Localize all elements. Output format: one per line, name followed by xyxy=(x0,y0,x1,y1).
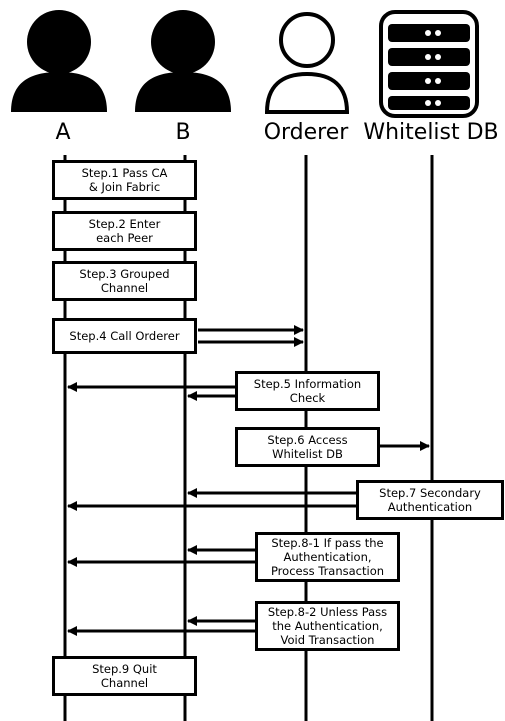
actor-label-a: A xyxy=(55,120,71,145)
step-box-8-1: Step.8-1 If pass the Authentication, Pro… xyxy=(255,532,400,582)
step-8-2-line-2: the Authentication, xyxy=(272,619,383,633)
step-7-line-2: Authentication xyxy=(387,500,473,514)
actor-label-whitelist-db: Whitelist DB xyxy=(363,120,499,145)
step-1-line-2: & Join Fabric xyxy=(88,180,161,194)
step-7-line-1: Step.7 Secondary xyxy=(379,486,481,500)
person-icon xyxy=(135,10,231,112)
step-box-2: Step.2 Enter each Peer xyxy=(52,211,197,251)
actor-label-orderer: Orderer xyxy=(263,120,349,145)
step-8-1-line-1: Step.8-1 If pass the xyxy=(271,536,384,550)
person-icon xyxy=(11,10,107,112)
step-4-line-1: Step.4 Call Orderer xyxy=(69,329,180,343)
step-box-5: Step.5 Information Check xyxy=(235,371,380,411)
step-6-line-1: Step.6 Access xyxy=(267,433,348,447)
step-box-7: Step.7 Secondary Authentication xyxy=(356,480,504,520)
step-8-2-line-3: Void Transaction xyxy=(280,633,375,647)
step-2-line-1: Step.2 Enter xyxy=(88,217,161,231)
step-8-1-line-2: Authentication, xyxy=(283,550,372,564)
step-2-line-2: each Peer xyxy=(96,231,153,245)
step-box-6: Step.6 Access Whitelist DB xyxy=(235,427,380,467)
step-box-9: Step.9 Quit Channel xyxy=(52,656,197,696)
person-outline-icon xyxy=(264,12,350,114)
step-5-line-1: Step.5 Information xyxy=(253,377,362,391)
step-box-8-2: Step.8-2 Unless Pass the Authentication,… xyxy=(255,601,400,651)
actor-label-b: B xyxy=(175,120,191,145)
step-box-1: Step.1 Pass CA & Join Fabric xyxy=(52,160,197,200)
step-8-2-line-1: Step.8-2 Unless Pass xyxy=(267,605,388,619)
step-9-line-2: Channel xyxy=(100,676,149,690)
step-8-1-line-3: Process Transaction xyxy=(270,564,385,578)
step-6-line-2: Whitelist DB xyxy=(272,447,343,461)
step-3-line-2: Channel xyxy=(100,281,149,295)
step-1-line-1: Step.1 Pass CA xyxy=(81,166,168,180)
step-3-line-1: Step.3 Grouped xyxy=(79,267,170,281)
database-icon xyxy=(379,10,479,118)
step-9-line-1: Step.9 Quit xyxy=(92,662,157,676)
step-box-3: Step.3 Grouped Channel xyxy=(52,261,197,301)
step-box-4: Step.4 Call Orderer xyxy=(52,318,197,354)
step-5-line-2: Check xyxy=(289,391,326,405)
